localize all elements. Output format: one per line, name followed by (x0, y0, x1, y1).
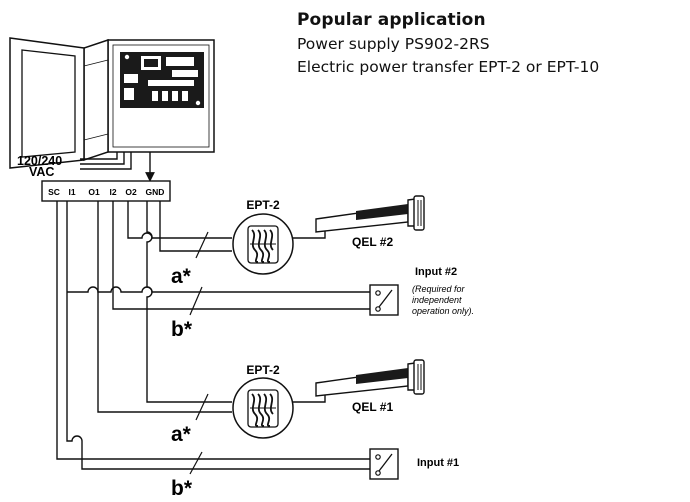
terminal-sc-label: SC (48, 187, 60, 197)
supply-voltage-unit-label: VAC (29, 165, 54, 179)
supply-voltage-label: 120/240 (17, 154, 62, 168)
ept-bottom-label: EPT-2 (246, 363, 280, 377)
circuit-board-graphic (120, 52, 204, 108)
input-1-switch (369, 448, 399, 480)
wire-i1 (66, 201, 370, 470)
wire-o2 (127, 201, 232, 239)
wire-i2 (112, 201, 370, 310)
exit-device-qel-bottom (293, 359, 425, 403)
wire-gnd-top (159, 201, 232, 252)
cable-a-bottom-label: a* (171, 423, 192, 446)
input2-note-line3: operation only). (412, 306, 474, 316)
terminal-o2-label: O2 (125, 187, 137, 197)
ac-supply-wires (80, 152, 132, 170)
input2-label: Input #2 (415, 266, 457, 278)
wire-o1 (97, 201, 232, 413)
ept-top-device (232, 213, 294, 275)
input-2-switch (369, 284, 399, 316)
qel-bottom-label: QEL #1 (352, 400, 393, 414)
terminal-i2-label: I2 (109, 187, 116, 197)
header-title: Popular application (297, 10, 486, 30)
terminal-i1-label: I1 (68, 187, 75, 197)
input2-note-line2: independent (412, 295, 462, 305)
terminal-gnd-label: GND (146, 187, 165, 197)
wiring (56, 201, 370, 470)
header-line-power-transfer: Electric power transfer EPT-2 or EPT-10 (297, 58, 600, 76)
input2-note-line1: (Required for (412, 284, 466, 294)
cable-a-top-label: a* (171, 265, 192, 288)
input1-label: Input #1 (417, 457, 459, 469)
terminal-o1-label: O1 (88, 187, 100, 197)
terminal-strip: SC I1 O1 I2 O2 GND (41, 180, 171, 202)
cable-markers (189, 231, 209, 475)
cable-b-top-label: b* (171, 318, 193, 341)
header-line-power-supply: Power supply PS902-2RS (297, 35, 490, 53)
wire-sc (56, 201, 370, 460)
cable-b-bottom-label: b* (171, 477, 193, 500)
ept-bottom-device (232, 377, 294, 439)
header: Popular application Power supply PS902-2… (297, 8, 599, 79)
ept-top-label: EPT-2 (246, 198, 280, 212)
qel-top-label: QEL #2 (352, 235, 393, 249)
exit-device-qel-top (293, 195, 425, 239)
power-supply-cabinet (9, 37, 215, 169)
